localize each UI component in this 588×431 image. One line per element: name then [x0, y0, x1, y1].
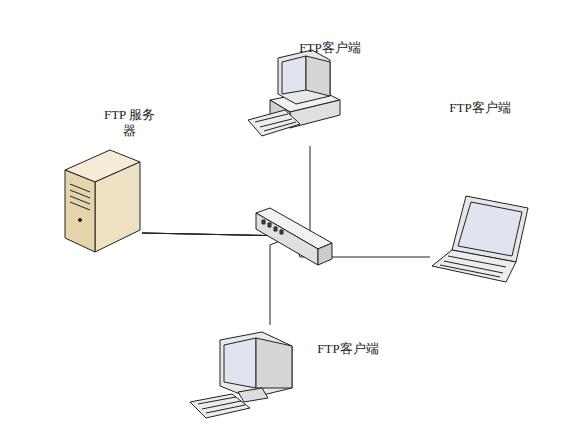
network-device: FTP 服务器 [62, 105, 142, 255]
network-device: FTP客户端 [245, 38, 370, 146]
network-cable [142, 233, 292, 325]
device-label: FTP客户端 [435, 100, 525, 116]
server-icon [65, 150, 140, 252]
network-device: FTP客户端 [430, 98, 535, 283]
desktop-icon [190, 332, 292, 418]
device-label: FTP 服务器 [102, 107, 157, 139]
desktop-icon [248, 50, 340, 136]
laptop-icon [432, 196, 528, 282]
device-label: FTP客户端 [290, 40, 370, 56]
switch-icon [256, 208, 332, 265]
cable-line [142, 233, 292, 325]
network-device: FTP客户端 [190, 325, 390, 427]
device-label: FTP客户端 [308, 341, 388, 357]
